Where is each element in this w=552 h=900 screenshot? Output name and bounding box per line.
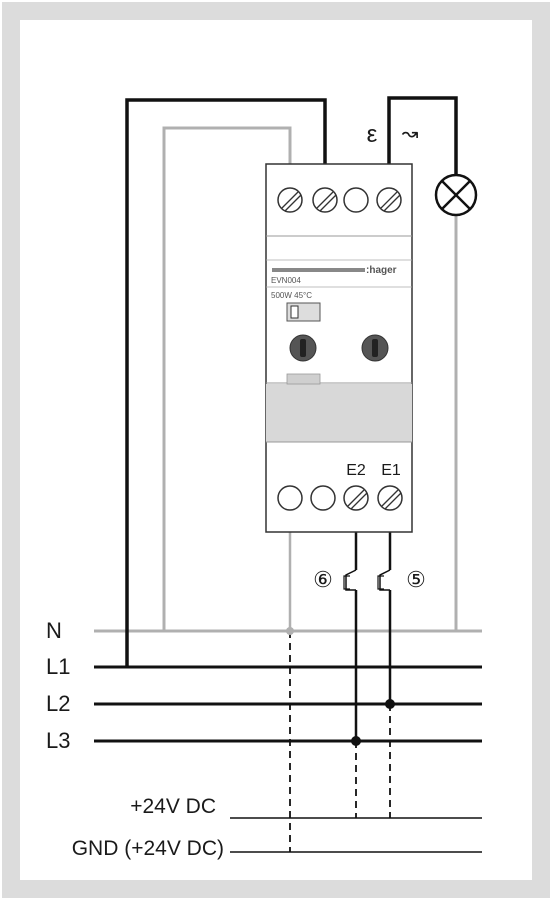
pushbutton-id-6: ⑥ bbox=[313, 567, 333, 592]
dimmer-symbol-icon: ↝ bbox=[402, 123, 419, 145]
label-l3: L3 bbox=[46, 728, 70, 753]
bottom-terminal-2 bbox=[310, 485, 336, 511]
wire-l1-top bbox=[125, 98, 327, 667]
wire-neutral-top bbox=[162, 126, 292, 631]
terminal-label-e1: E1 bbox=[381, 462, 401, 479]
terminal-label-e2: E2 bbox=[346, 462, 366, 479]
label-n: N bbox=[46, 618, 62, 643]
rating-text: 500W 45°C bbox=[271, 291, 312, 300]
module-label-bar bbox=[266, 384, 412, 442]
lamp-icon bbox=[434, 173, 478, 217]
label-l2: L2 bbox=[46, 691, 70, 716]
label-gnd-24v-dc: GND (+24V DC) bbox=[72, 837, 224, 860]
model-text: EVN004 bbox=[271, 276, 301, 285]
din-clip bbox=[286, 373, 321, 385]
bottom-terminal-1 bbox=[277, 485, 303, 511]
epsilon-symbol: ε bbox=[367, 121, 378, 148]
label-24v-dc: +24V DC bbox=[130, 795, 216, 818]
top-terminal-3 bbox=[343, 187, 369, 213]
bottom-terminal-e2 bbox=[343, 485, 369, 511]
label-l1: L1 bbox=[46, 654, 70, 679]
wire-lamp-out bbox=[387, 96, 458, 184]
node-neutral bbox=[286, 627, 294, 635]
top-terminal-4 bbox=[376, 187, 402, 213]
top-terminal-1 bbox=[277, 187, 303, 213]
top-terminal-2 bbox=[312, 187, 338, 213]
node-l3 bbox=[351, 736, 361, 746]
brand-text: :hager bbox=[366, 265, 397, 276]
brand-stripe bbox=[272, 268, 365, 272]
pushbutton-e1 bbox=[377, 569, 391, 591]
dimmer-module: :hager EVN004 500W 45°C bbox=[265, 163, 413, 533]
pushbutton-id-5: ⑤ bbox=[406, 567, 426, 592]
node-l2 bbox=[385, 699, 395, 709]
bottom-terminal-e1 bbox=[377, 485, 403, 511]
knob-right[interactable] bbox=[361, 334, 389, 362]
mode-switch-lever bbox=[290, 305, 299, 319]
knob-left[interactable] bbox=[289, 334, 317, 362]
pushbutton-e2 bbox=[343, 569, 357, 591]
